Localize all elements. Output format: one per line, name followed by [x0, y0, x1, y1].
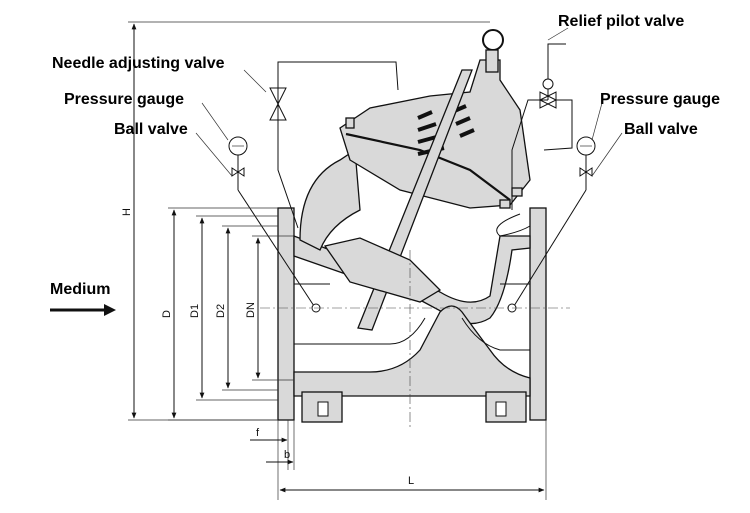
pressure-gauge-left-symbol	[228, 136, 321, 313]
ball-valve-left-label: Ball valve	[114, 121, 188, 138]
needle-valve-label: Needle adjusting valve	[52, 55, 225, 72]
leader-lines	[195, 27, 623, 177]
pilot-piping	[269, 43, 573, 229]
pressure-gauge-right-label: Pressure gauge	[600, 91, 720, 108]
medium-label: Medium	[50, 281, 110, 298]
ball-valve-right-label: Ball valve	[624, 121, 698, 138]
dim-d2-label: D2	[215, 304, 227, 318]
needle-valve-symbol	[269, 87, 287, 121]
medium-arrow	[50, 304, 116, 316]
dim-b-label: b	[284, 449, 290, 461]
dim-d1-label: D1	[189, 304, 201, 318]
dim-d-label: D	[161, 310, 173, 318]
dim-dn-label: DN	[245, 302, 257, 318]
dim-l-label: L	[408, 475, 414, 487]
dim-h-label: H	[121, 208, 133, 216]
relief-pilot-valve-symbol	[538, 78, 558, 109]
pressure-gauge-left-label: Pressure gauge	[64, 91, 184, 108]
dim-f-label: f	[256, 427, 260, 439]
dimension-lines	[128, 21, 547, 500]
relief-pilot-label: Relief pilot valve	[558, 13, 684, 30]
valve-body	[277, 29, 547, 423]
